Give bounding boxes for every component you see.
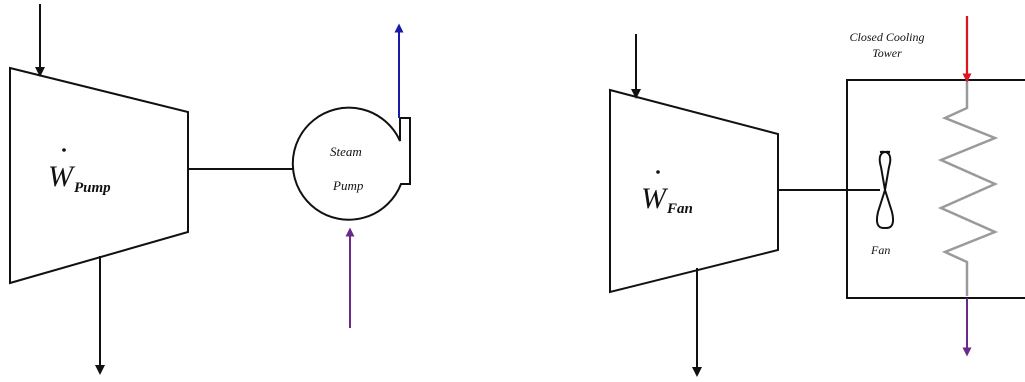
steam-pump-label-top: Steam	[330, 144, 362, 159]
steam-pump	[291, 106, 411, 221]
pump-work-subscript: Pump	[74, 180, 111, 196]
fan-icon	[875, 150, 895, 230]
fan-turbine	[609, 88, 779, 294]
fan-work-subscript: Fan	[666, 201, 693, 217]
fan-label: Fan	[870, 243, 890, 257]
pump-turbine-body	[9, 66, 189, 285]
pump-turbine	[9, 66, 189, 285]
cooling-tower-label-line1: Closed Cooling	[849, 30, 924, 44]
fan-work-dot	[656, 170, 660, 174]
cooling-tower-box	[846, 79, 1025, 299]
steam-pump-volute	[291, 106, 411, 221]
pump-work-symbol: W	[48, 160, 76, 193]
cooling-tower-label-line2: Tower	[872, 46, 902, 60]
pump-work-dot	[62, 148, 66, 152]
steam-pump-label-bottom: Pump	[332, 178, 364, 193]
fan-turbine-body	[609, 88, 779, 294]
fan-work-symbol: W	[641, 182, 669, 215]
cooling-coil	[937, 16, 999, 296]
